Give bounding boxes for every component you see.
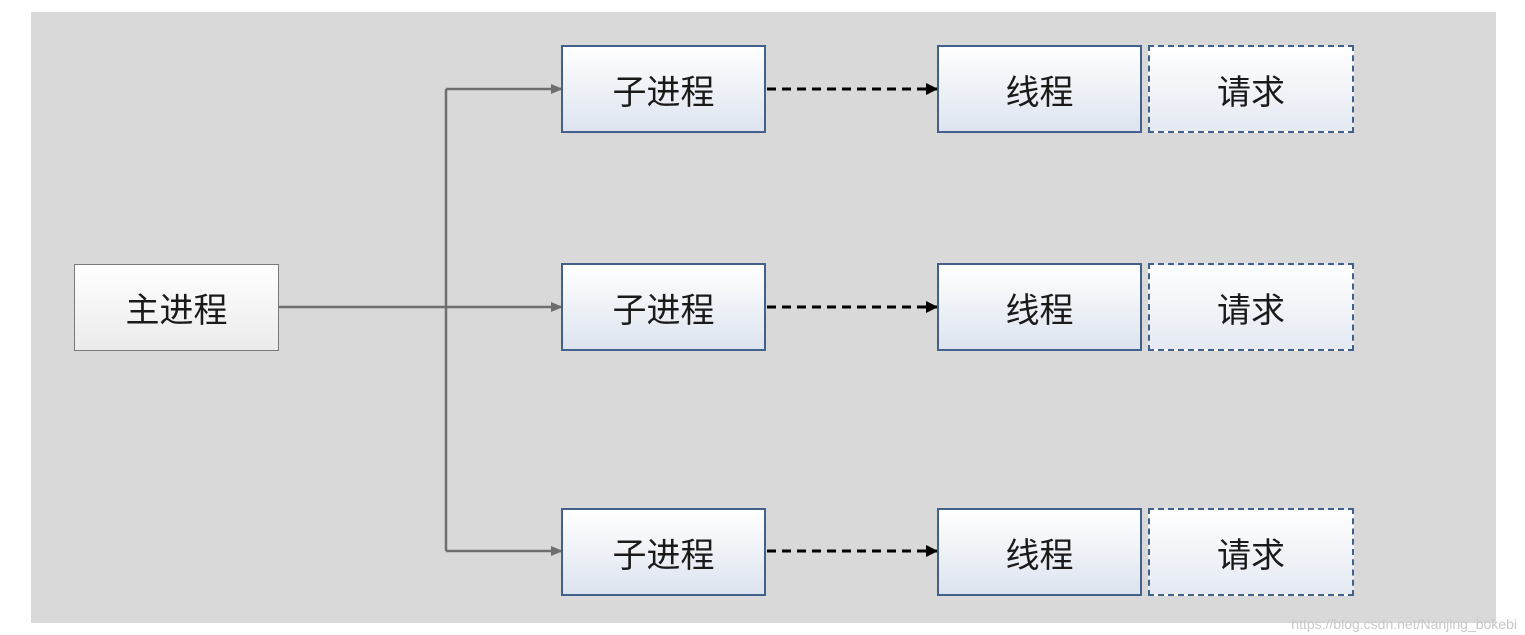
child-process-label: 子进程	[612, 72, 715, 113]
request-label: 请求	[1217, 72, 1285, 113]
main-process-label: 主进程	[125, 291, 228, 331]
child-process-label: 子进程	[612, 535, 715, 576]
child-process-box-3: 子进程	[561, 508, 766, 596]
thread-box-3: 线程	[937, 508, 1142, 596]
request-box-2: 请求	[1148, 263, 1354, 351]
request-box-1: 请求	[1148, 45, 1354, 133]
child-process-box-2: 子进程	[561, 263, 766, 351]
thread-box-2: 线程	[937, 263, 1142, 351]
thread-label: 线程	[1005, 72, 1074, 113]
thread-label: 线程	[1005, 290, 1074, 331]
thread-box-1: 线程	[937, 45, 1142, 133]
main-process-box: 主进程	[74, 264, 279, 351]
thread-label: 线程	[1005, 535, 1074, 576]
child-process-box-1: 子进程	[561, 45, 766, 133]
request-label: 请求	[1217, 535, 1285, 576]
child-process-label: 子进程	[612, 290, 715, 331]
request-label: 请求	[1217, 290, 1285, 331]
watermark-text: https://blog.csdn.net/Nanjing_bokebi	[1291, 616, 1517, 632]
request-box-3: 请求	[1148, 508, 1354, 596]
